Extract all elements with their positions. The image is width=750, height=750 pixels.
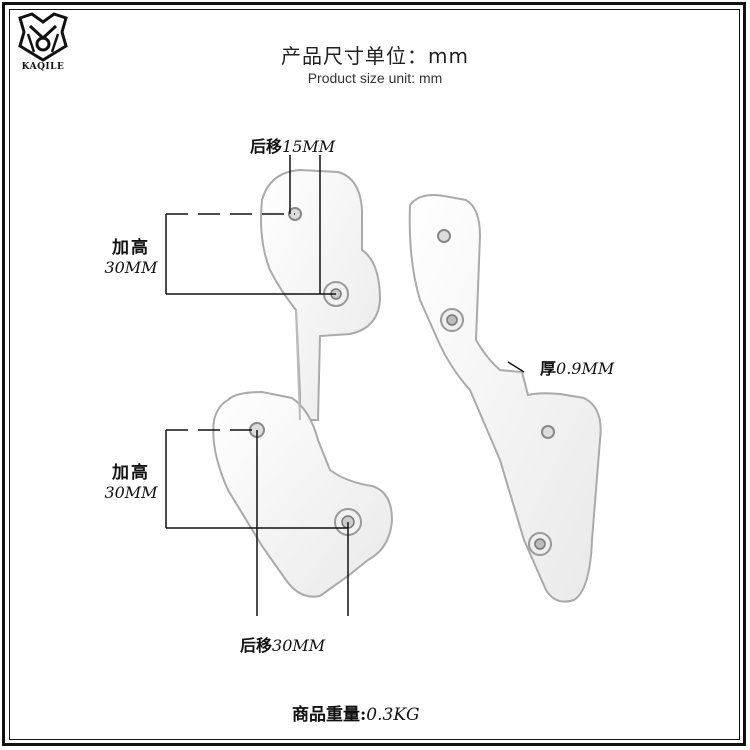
brand-logo: KAQILE — [14, 12, 72, 78]
right-bracket — [408, 194, 602, 603]
thickness-label: 厚0.9MM — [540, 359, 615, 378]
brand-logo-text: KAQILE — [21, 62, 65, 72]
title-english: Product size unit: mm — [307, 70, 443, 86]
weight-label: 商品重量:0.3KG — [292, 705, 420, 725]
back-offset-top-label: 后移15MM — [250, 137, 336, 156]
title-chinese: 产品尺寸单位：mm — [281, 44, 469, 68]
dimension-lines — [165, 155, 525, 616]
inner-frame — [9, 9, 740, 740]
left-bracket — [212, 168, 394, 598]
raise-bottom-label: 加高 30MM — [104, 463, 158, 502]
brand-emblem-icon — [18, 12, 68, 62]
raise-top-label: 加高 30MM — [104, 238, 158, 277]
back-offset-bottom-label: 后移30MM — [240, 636, 326, 655]
